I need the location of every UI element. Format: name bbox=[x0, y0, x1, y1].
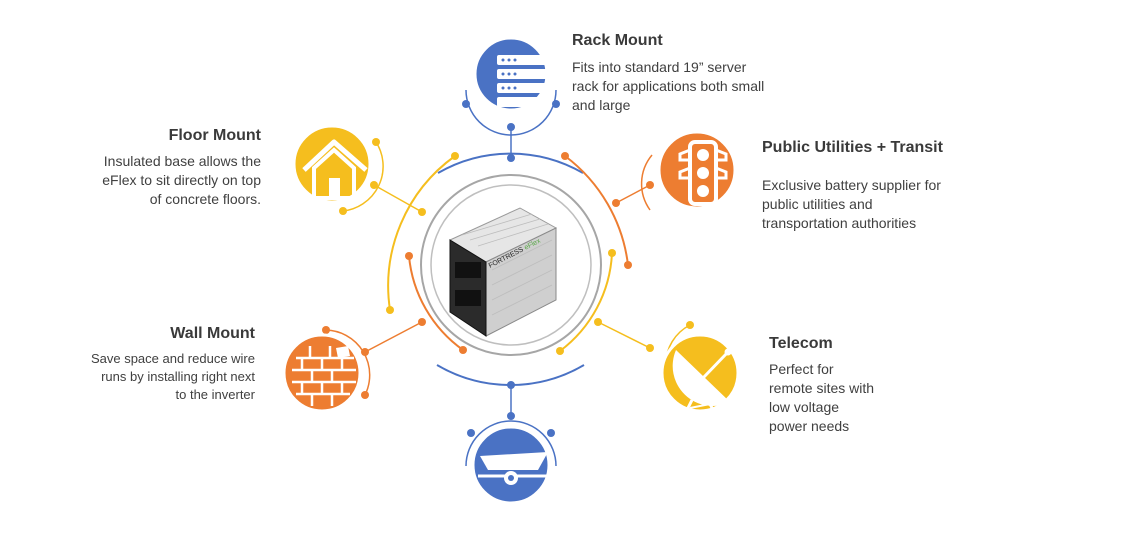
brick-wall-icon bbox=[282, 333, 362, 413]
public-utilities-description: Exclusive battery supplier for public ut… bbox=[762, 176, 941, 233]
utilities-icon-arc bbox=[640, 154, 653, 211]
telecom-description: Perfect for remote sites with low voltag… bbox=[769, 360, 874, 436]
connector-wall bbox=[364, 321, 423, 353]
telecom-line-1: Perfect for bbox=[769, 361, 834, 377]
connector-telecom bbox=[597, 321, 651, 349]
wall-mount-description: Save space and reduce wire runs by insta… bbox=[91, 350, 255, 404]
arc-utilities bbox=[564, 155, 629, 266]
arc-floor bbox=[387, 155, 456, 311]
connector-utilities bbox=[615, 184, 651, 204]
floor-mount-line-3: of concrete floors. bbox=[149, 191, 261, 207]
floor-mount-line-2: eFlex to sit directly on top bbox=[102, 172, 261, 188]
rack-mount-line-1: Fits into standard 19” server bbox=[572, 59, 747, 75]
public-utilities-title: Public Utilities + Transit bbox=[762, 139, 943, 156]
rack-mount-description: Fits into standard 19” server rack for a… bbox=[572, 58, 764, 115]
outer-gray-ring bbox=[420, 174, 602, 356]
server-rack-icon bbox=[473, 36, 549, 112]
wall-mount-line-3: to the inverter bbox=[175, 387, 256, 402]
rack-icon-arc bbox=[465, 89, 557, 136]
connector-floor bbox=[373, 184, 423, 213]
public-utilities-line-2: public utilities and bbox=[762, 196, 873, 212]
satellite-dish-icon bbox=[660, 333, 740, 414]
battery-product-image: FORTRESS eFlex bbox=[448, 207, 558, 337]
public-utilities-line-3: transportation authorities bbox=[762, 215, 917, 231]
telecom-line-3: low voltage bbox=[769, 399, 840, 415]
floor-mount-line-1: Insulated base allows the bbox=[103, 153, 261, 169]
floor-mount-description: Insulated base allows the eFlex to sit d… bbox=[102, 152, 261, 209]
telecom-title: Telecom bbox=[769, 335, 833, 352]
rack-mount-line-2: rack for applications both small bbox=[572, 78, 765, 94]
floor-icon-arc bbox=[342, 141, 384, 212]
telecom-line-2: remote sites with bbox=[769, 380, 875, 396]
telecom-line-4: power needs bbox=[769, 418, 850, 434]
house-icon bbox=[292, 124, 372, 204]
rack-mount-title: Rack Mount bbox=[572, 32, 663, 49]
public-utilities-line-1: Exclusive battery supplier for bbox=[762, 177, 941, 193]
arc-wall bbox=[408, 255, 464, 351]
boat-trailer-icon bbox=[471, 425, 551, 505]
traffic-light-icon bbox=[657, 130, 737, 210]
rack-mount-line-3: and large bbox=[572, 97, 631, 113]
floor-mount-title: Floor Mount bbox=[168, 127, 261, 144]
marine-icon-arc bbox=[465, 420, 557, 467]
wall-mount-line-2: runs by installing right next bbox=[101, 369, 255, 384]
arc-telecom bbox=[559, 252, 613, 352]
wall-mount-line-1: Save space and reduce wire bbox=[90, 351, 255, 366]
wall-mount-title: Wall Mount bbox=[170, 325, 255, 342]
